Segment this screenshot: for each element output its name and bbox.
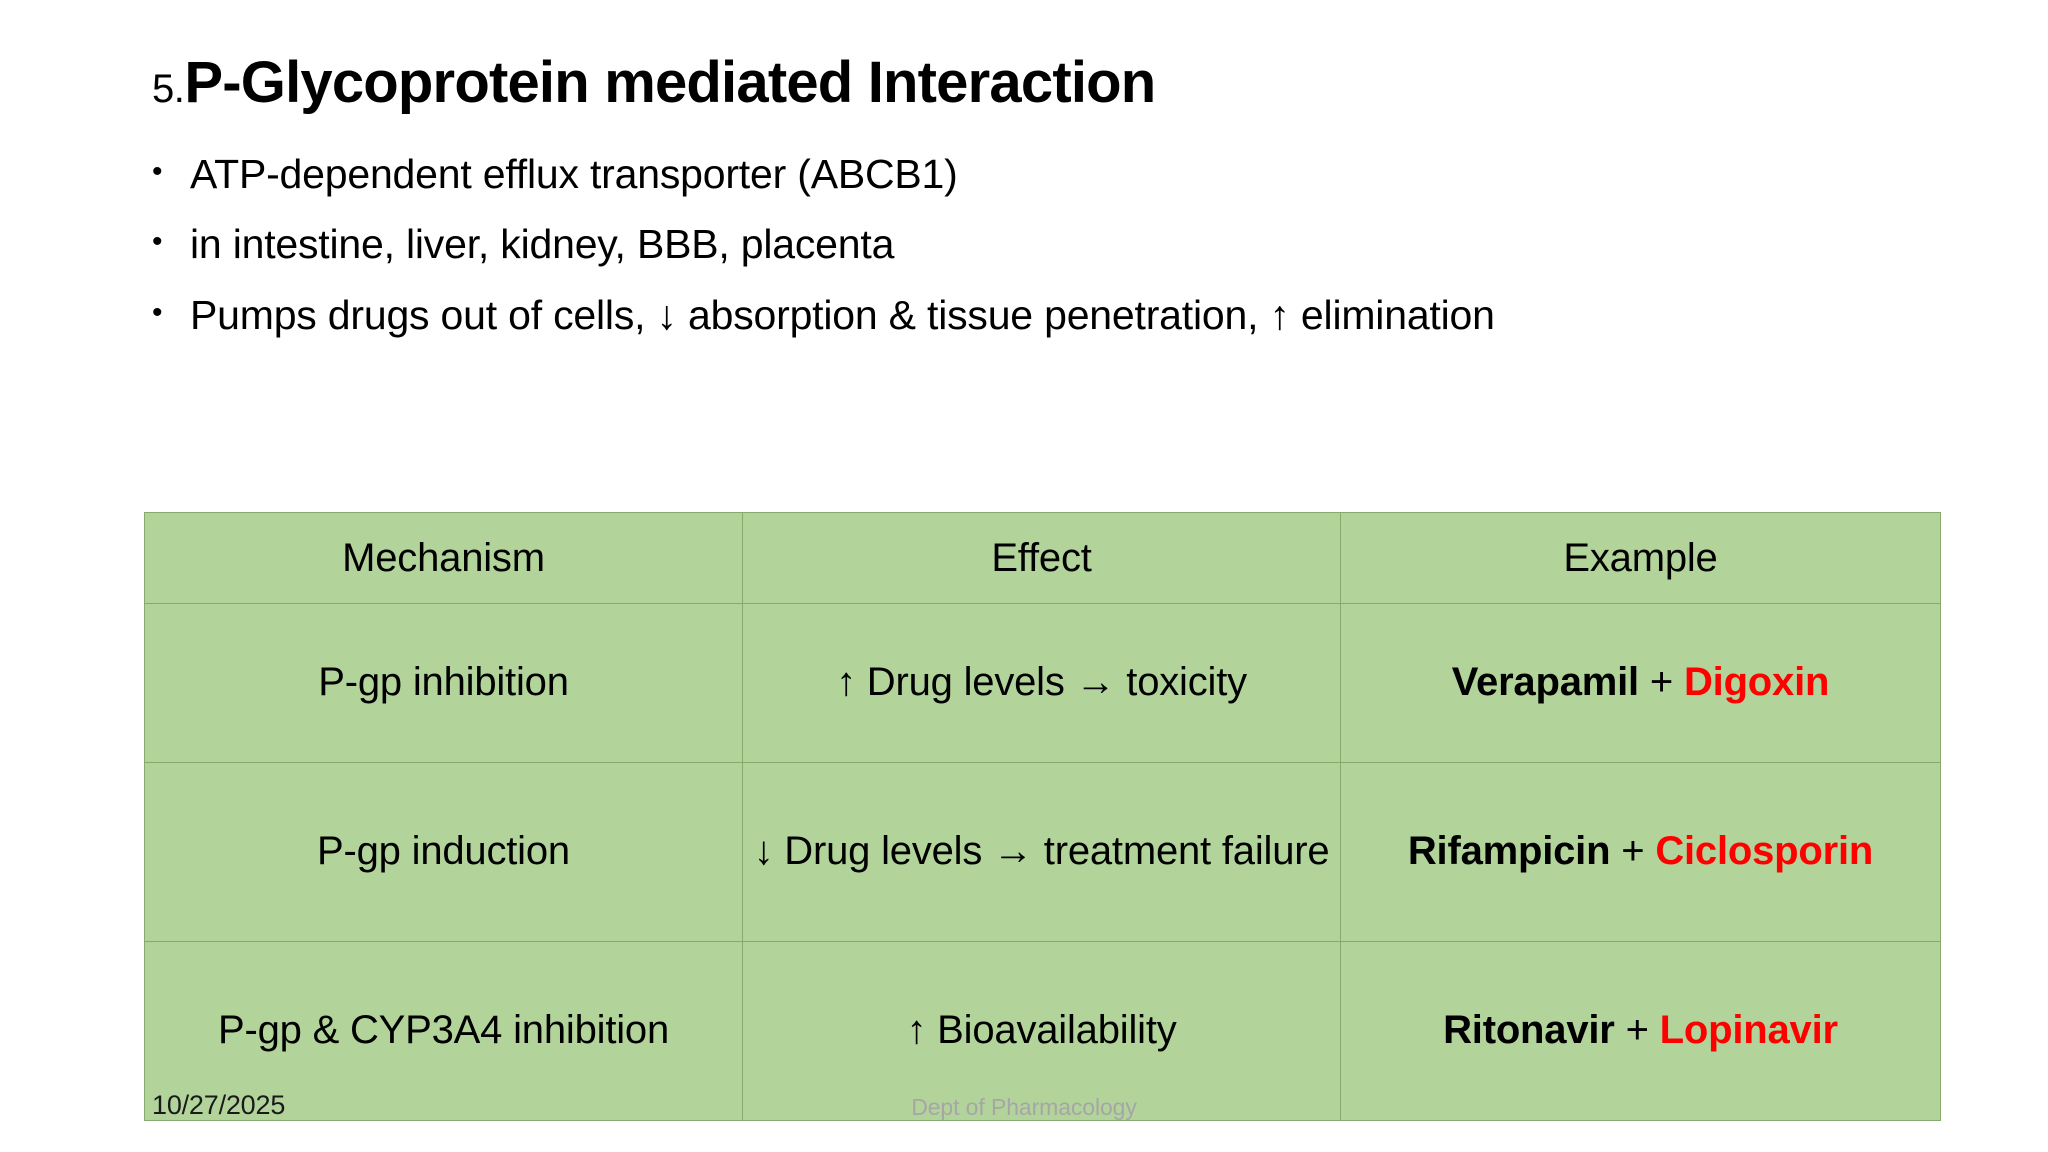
bullet-dot-icon: • <box>152 225 163 259</box>
list-item-label: Pumps drugs out of cells, ↓ absorption &… <box>190 291 1495 338</box>
table-row: P-gp & CYP3A4 inhibition ↑ Bioavailabili… <box>144 941 1941 1121</box>
table-header-row: Mechanism Effect Example <box>144 512 1941 604</box>
drug-plus-separator: + <box>1610 829 1656 874</box>
cell-effect: ↓ Drug levels → treatment failure <box>742 762 1341 942</box>
title-number: 5. <box>152 67 185 111</box>
footer-department: Dept of Pharmacology <box>911 1094 1137 1120</box>
table-row: P-gp inhibition ↑ Drug levels → toxicity… <box>144 603 1941 763</box>
bullet-list: • ATP-dependent efflux transporter (ABCB… <box>152 150 1942 361</box>
list-item-label: in intestine, liver, kidney, BBB, placen… <box>190 221 895 268</box>
cell-effect: ↑ Bioavailability <box>742 941 1341 1121</box>
page-title: 5.P-Glycoprotein mediated Interaction <box>152 54 1912 112</box>
cell-example: Ritonavir + Lopinavir <box>1340 941 1941 1121</box>
pgp-interaction-table: Mechanism Effect Example P-gp inhibition… <box>144 512 1941 1121</box>
footer-date: 10/27/2025 <box>152 1090 286 1120</box>
cell-effect: ↑ Drug levels → toxicity <box>742 603 1341 763</box>
drug-plus-separator: + <box>1638 660 1684 705</box>
table-row: P-gp induction ↓ Drug levels → treatment… <box>144 762 1941 942</box>
drug-primary-label: Verapamil <box>1451 660 1639 705</box>
bullet-dot-icon: • <box>152 155 163 188</box>
drug-plus-separator: + <box>1614 1008 1660 1053</box>
list-item: • in intestine, liver, kidney, BBB, plac… <box>152 220 1942 268</box>
table-header-mechanism: Mechanism <box>144 512 743 604</box>
bullet-dot-icon: • <box>152 295 163 329</box>
drug-secondary-label: Lopinavir <box>1659 1008 1838 1053</box>
title-main-text: P-Glycoprotein mediated Interaction <box>184 50 1156 115</box>
cell-example: Verapamil + Digoxin <box>1340 603 1941 763</box>
cell-mechanism: P-gp & CYP3A4 inhibition <box>144 941 743 1121</box>
cell-example: Rifampicin + Ciclosporin <box>1340 762 1941 942</box>
cell-mechanism: P-gp induction <box>144 762 743 942</box>
list-item-label: ATP-dependent efflux transporter (ABCB1) <box>190 151 958 197</box>
drug-primary-label: Ritonavir <box>1443 1008 1615 1053</box>
drug-secondary-label: Ciclosporin <box>1655 829 1874 874</box>
list-item: • ATP-dependent efflux transporter (ABCB… <box>152 150 1942 198</box>
drug-primary-label: Rifampicin <box>1407 829 1611 874</box>
table-header-example: Example <box>1340 512 1941 604</box>
cell-mechanism: P-gp inhibition <box>144 603 743 763</box>
list-item: • Pumps drugs out of cells, ↓ absorption… <box>152 291 1942 339</box>
drug-secondary-label: Digoxin <box>1683 660 1830 705</box>
table-header-effect: Effect <box>742 512 1341 604</box>
